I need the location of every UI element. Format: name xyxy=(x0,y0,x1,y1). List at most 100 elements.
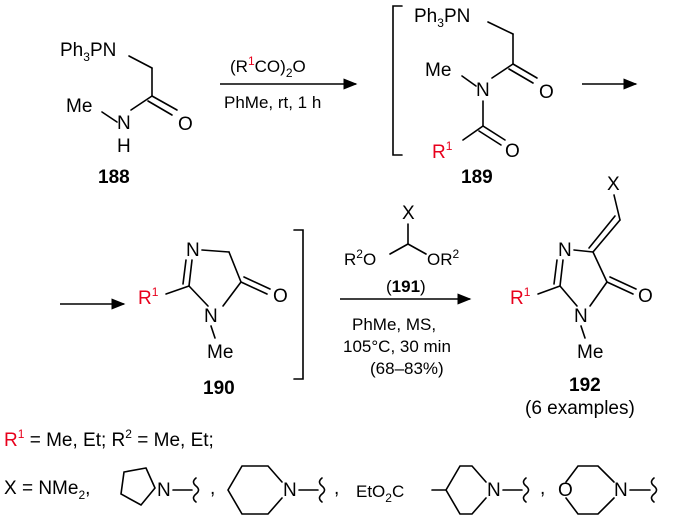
bond xyxy=(589,281,608,307)
morpholine-ring-top xyxy=(565,465,615,483)
bond xyxy=(165,285,190,295)
bond xyxy=(201,249,230,253)
conditions-1: PhMe, rt, 1 h xyxy=(224,93,321,112)
compound-label-188: 188 xyxy=(98,167,130,188)
right-alkoxy-label: OR2 xyxy=(427,247,460,269)
carbonyl-bond-double xyxy=(609,276,637,290)
exocyclic-double-bond xyxy=(592,219,621,253)
compound-190: N O N R1 Me 190 xyxy=(138,229,304,399)
wavy-attachment xyxy=(522,477,530,503)
nitrogen-label: N xyxy=(157,480,171,501)
reagent-191: X R2O OR2 (191) xyxy=(344,203,460,296)
compound-label-192: 192 xyxy=(569,375,601,396)
bond xyxy=(128,55,153,69)
bond xyxy=(573,249,594,253)
reagent-1: (R1CO)2O xyxy=(230,54,306,80)
imine-bond-double xyxy=(182,259,187,285)
pyrrolidine-ring xyxy=(120,467,156,507)
bond xyxy=(491,63,514,79)
bond xyxy=(592,251,608,283)
separator-comma: , xyxy=(334,478,339,499)
reaction-arrow-1: (R1CO)2O PhMe, rt, 1 h xyxy=(220,54,358,112)
conditions-line-2: 105°C, 30 min xyxy=(343,337,451,356)
compound-188: Ph3PN O N H Me 188 xyxy=(60,40,193,188)
wavy-attachment xyxy=(192,477,200,503)
carbonyl-bond xyxy=(482,125,506,141)
bond xyxy=(580,325,586,339)
r1-group: R1 xyxy=(432,139,453,163)
reagent-label-191: (191) xyxy=(386,277,426,296)
ester-piperidinyl-substituent: EtO2C N xyxy=(356,465,530,515)
nitrogen-label: N xyxy=(487,480,501,501)
ph3pn-label: Ph3PN xyxy=(414,6,470,30)
bracket-left xyxy=(392,5,403,156)
x-nme2-label: X = NMe2, xyxy=(4,478,90,502)
bond xyxy=(228,251,242,283)
nitrogen-label: N xyxy=(117,113,131,134)
oxygen-label: O xyxy=(273,286,288,307)
methyl-label: Me xyxy=(207,342,233,363)
morpholine-ring-bottom xyxy=(565,497,615,515)
bond xyxy=(487,21,514,35)
hydrogen-label: H xyxy=(117,136,131,157)
bond xyxy=(389,243,409,255)
imine-bond xyxy=(559,259,564,287)
bond xyxy=(537,285,561,295)
methyl-label: Me xyxy=(425,60,451,81)
ring-nitrogen-label: N xyxy=(558,240,572,261)
oxygen-label-2: O xyxy=(505,141,520,162)
pyrrolidinyl-substituent: N xyxy=(120,467,200,507)
separator-comma: , xyxy=(540,478,545,499)
carbonyl-bond-double xyxy=(243,276,271,290)
compound-label-189: 189 xyxy=(461,167,493,188)
methyl-label: Me xyxy=(577,342,603,363)
nitrogen-label: N xyxy=(476,80,490,101)
wavy-attachment xyxy=(650,477,658,503)
bond xyxy=(461,75,477,87)
amide-nitrogen-label: N xyxy=(204,306,218,327)
carbonyl-bond xyxy=(512,63,538,79)
bond xyxy=(222,281,242,307)
bond xyxy=(559,285,578,307)
bond xyxy=(188,285,209,307)
imine-bond-double xyxy=(553,259,558,285)
bracket-right xyxy=(293,229,304,380)
compound-label-190: 190 xyxy=(203,378,235,399)
ester-label: EtO2C xyxy=(356,482,404,505)
carbonyl-bond-double xyxy=(508,68,534,84)
morpholinyl-substituent: O N xyxy=(558,465,658,515)
x-label: X xyxy=(607,174,620,195)
carbonyl-bond xyxy=(151,95,178,111)
bond xyxy=(407,243,427,255)
exocyclic-double-bond-2 xyxy=(588,215,616,249)
carbonyl-bond xyxy=(240,281,268,295)
carbonyl-bond-double xyxy=(478,130,502,146)
piperidine-ring xyxy=(227,465,283,515)
footnote-x-substituents: X = NMe2, N , N , EtO2C N , O xyxy=(4,465,658,515)
x-label: X xyxy=(402,203,415,224)
wavy-attachment xyxy=(318,477,326,503)
carbonyl-bond-double xyxy=(147,100,173,116)
bond xyxy=(101,111,118,123)
carbonyl-bond xyxy=(606,281,634,295)
oxygen-label-1: O xyxy=(539,82,554,103)
ph3pn-label: Ph3PN xyxy=(60,40,116,64)
piperidine-ring xyxy=(445,465,487,515)
left-alkoxy-label: R2O xyxy=(344,247,376,269)
bond xyxy=(613,194,621,221)
conditions-line-1: PhMe, MS, xyxy=(352,315,436,334)
yield-text: (68–83%) xyxy=(370,359,444,378)
examples-count: (6 examples) xyxy=(525,398,635,419)
r1-group: R1 xyxy=(510,285,531,309)
bond xyxy=(462,125,484,141)
oxygen-label: O xyxy=(178,114,193,135)
ring-nitrogen-label: N xyxy=(186,240,200,261)
reaction-arrow-3: PhMe, MS, 105°C, 30 min (68–83%) xyxy=(340,293,472,378)
imine-bond xyxy=(188,259,193,287)
nitrogen-label: N xyxy=(283,480,297,501)
piperidinyl-substituent: N xyxy=(227,465,326,515)
r1-group: R1 xyxy=(138,285,159,309)
bond xyxy=(210,325,216,339)
bond xyxy=(130,95,153,111)
